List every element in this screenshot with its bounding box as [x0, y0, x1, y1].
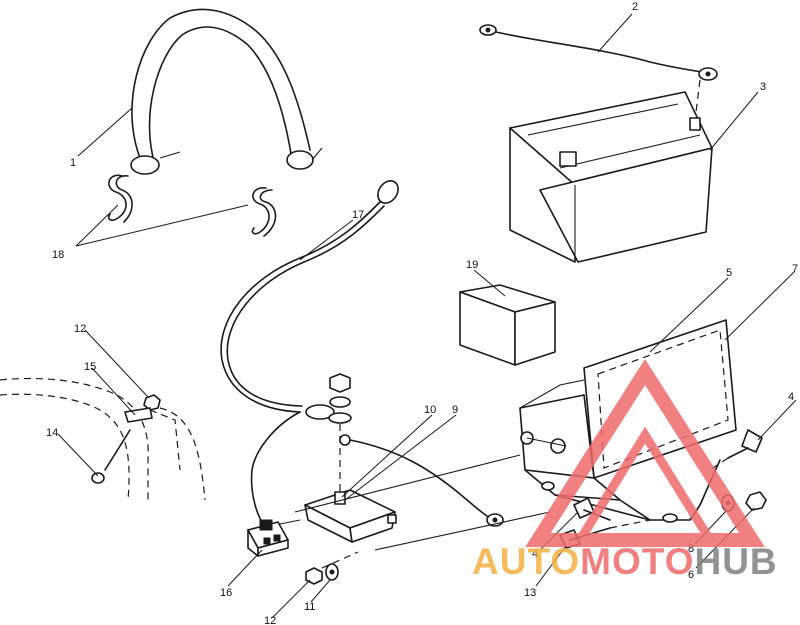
callout-15: 15 [84, 361, 96, 373]
watermark-text: AUTOMOTOHUB [472, 541, 778, 582]
watermark-inner-triangle-icon [571, 426, 719, 545]
frame-outline [0, 377, 206, 501]
watermark-logo: AUTOMOTOHUB [472, 358, 778, 582]
frame-bracket-hardware [91, 394, 161, 484]
callout-14: 14 [46, 427, 58, 439]
callout-5: 5 [726, 267, 732, 279]
callout-3: 3 [760, 81, 766, 93]
callout-8: 8 [688, 543, 694, 555]
callout-11: 11 [304, 601, 315, 613]
callout-7: 7 [792, 263, 798, 275]
callout-9: 9 [452, 404, 458, 416]
callout-12-lower: 12 [264, 615, 276, 625]
callout-labels: 1 2 3 4 4 5 6 7 8 9 10 11 12 12 13 14 15… [46, 1, 798, 625]
terminal-hardware [328, 373, 352, 500]
battery-strap [130, 8, 323, 175]
s-hooks [107, 174, 277, 237]
callout-1: 1 [70, 157, 76, 169]
callout-4-right: 4 [788, 391, 794, 403]
callout-10: 10 [424, 404, 436, 416]
battery-pad [459, 284, 556, 366]
callout-2: 2 [632, 1, 638, 13]
positive-cable [220, 180, 399, 523]
callout-4-lower: 4 [532, 548, 538, 560]
callout-19: 19 [466, 259, 478, 271]
wire-connector [247, 519, 289, 557]
callout-17: 17 [352, 209, 364, 221]
alignment-lines [294, 454, 551, 551]
watermark-hub: HUB [694, 541, 777, 582]
watermark-moto: MOTO [580, 541, 694, 582]
callout-13: 13 [524, 587, 536, 599]
callout-6: 6 [688, 569, 694, 581]
callout-12-upper: 12 [74, 323, 86, 335]
callout-16: 16 [220, 587, 232, 599]
battery [509, 91, 713, 263]
callout-18: 18 [52, 249, 64, 261]
nut-and-washer-lower [305, 551, 359, 585]
watermark-auto: AUTO [472, 541, 580, 582]
starter-solenoid [259, 489, 397, 543]
